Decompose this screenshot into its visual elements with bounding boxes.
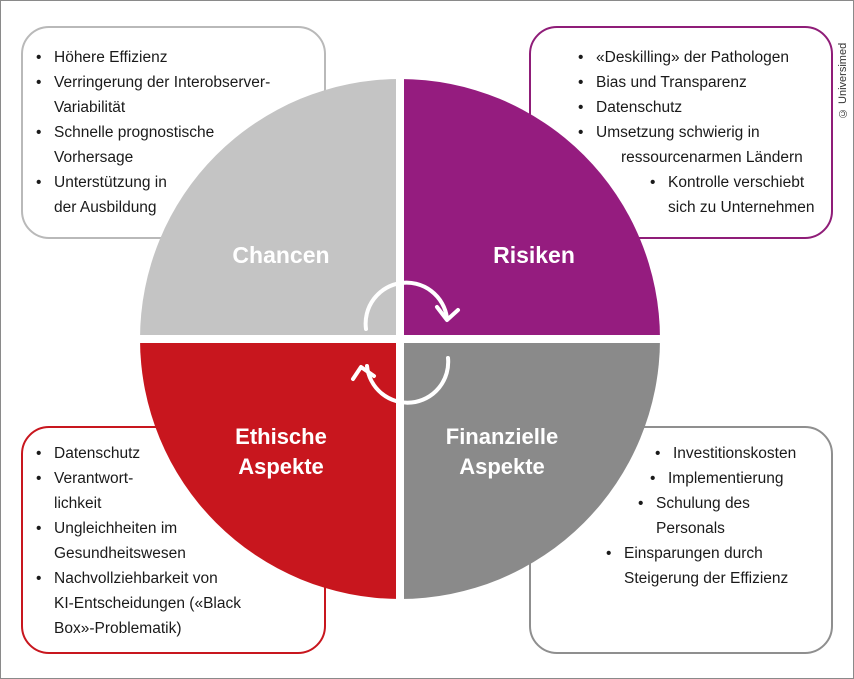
list-item: Nachvollziehbarkeit vonKI-Entscheidungen… [34, 566, 241, 641]
list-item: Investitionskosten [653, 441, 796, 466]
finanzen-quadrant [400, 339, 660, 599]
risiken-quadrant [400, 79, 660, 339]
ethik-list: Datenschutz Verantwort-lichkeit Ungleich… [34, 441, 241, 641]
cycle-arrows-icon [351, 280, 460, 405]
finanzen-title-line2: Aspekte [459, 454, 545, 479]
copyright-notice: © Universimed [837, 42, 849, 119]
list-item: Verringerung der Interobserver-Variabili… [34, 70, 270, 120]
chancen-quadrant [140, 79, 400, 339]
chancen-title: Chancen [232, 242, 329, 268]
finanzen-title-line1: Finanzielle [446, 424, 558, 449]
list-item: Implementierung [648, 466, 796, 491]
list-item: Datenschutz [576, 95, 814, 120]
list-item: Höhere Effizienz [34, 45, 270, 70]
ethik-quadrant [140, 339, 400, 599]
list-item: Bias und Transparenz [576, 70, 814, 95]
risiken-list: «Deskilling» der Pathologen Bias und Tra… [576, 45, 814, 220]
list-item: Datenschutz [34, 441, 241, 466]
ethik-title-line2: Aspekte [238, 454, 324, 479]
ethik-title-line1: Ethische [235, 424, 327, 449]
horizontal-divider [134, 335, 666, 343]
chancen-list: Höhere Effizienz Verringerung der Intero… [34, 45, 270, 220]
list-item: «Deskilling» der Pathologen [576, 45, 814, 70]
list-item: Verantwort-lichkeit [34, 466, 241, 516]
risiken-title: Risiken [493, 242, 575, 268]
finanzen-list: Investitionskosten Implementierung Schul… [604, 441, 796, 591]
